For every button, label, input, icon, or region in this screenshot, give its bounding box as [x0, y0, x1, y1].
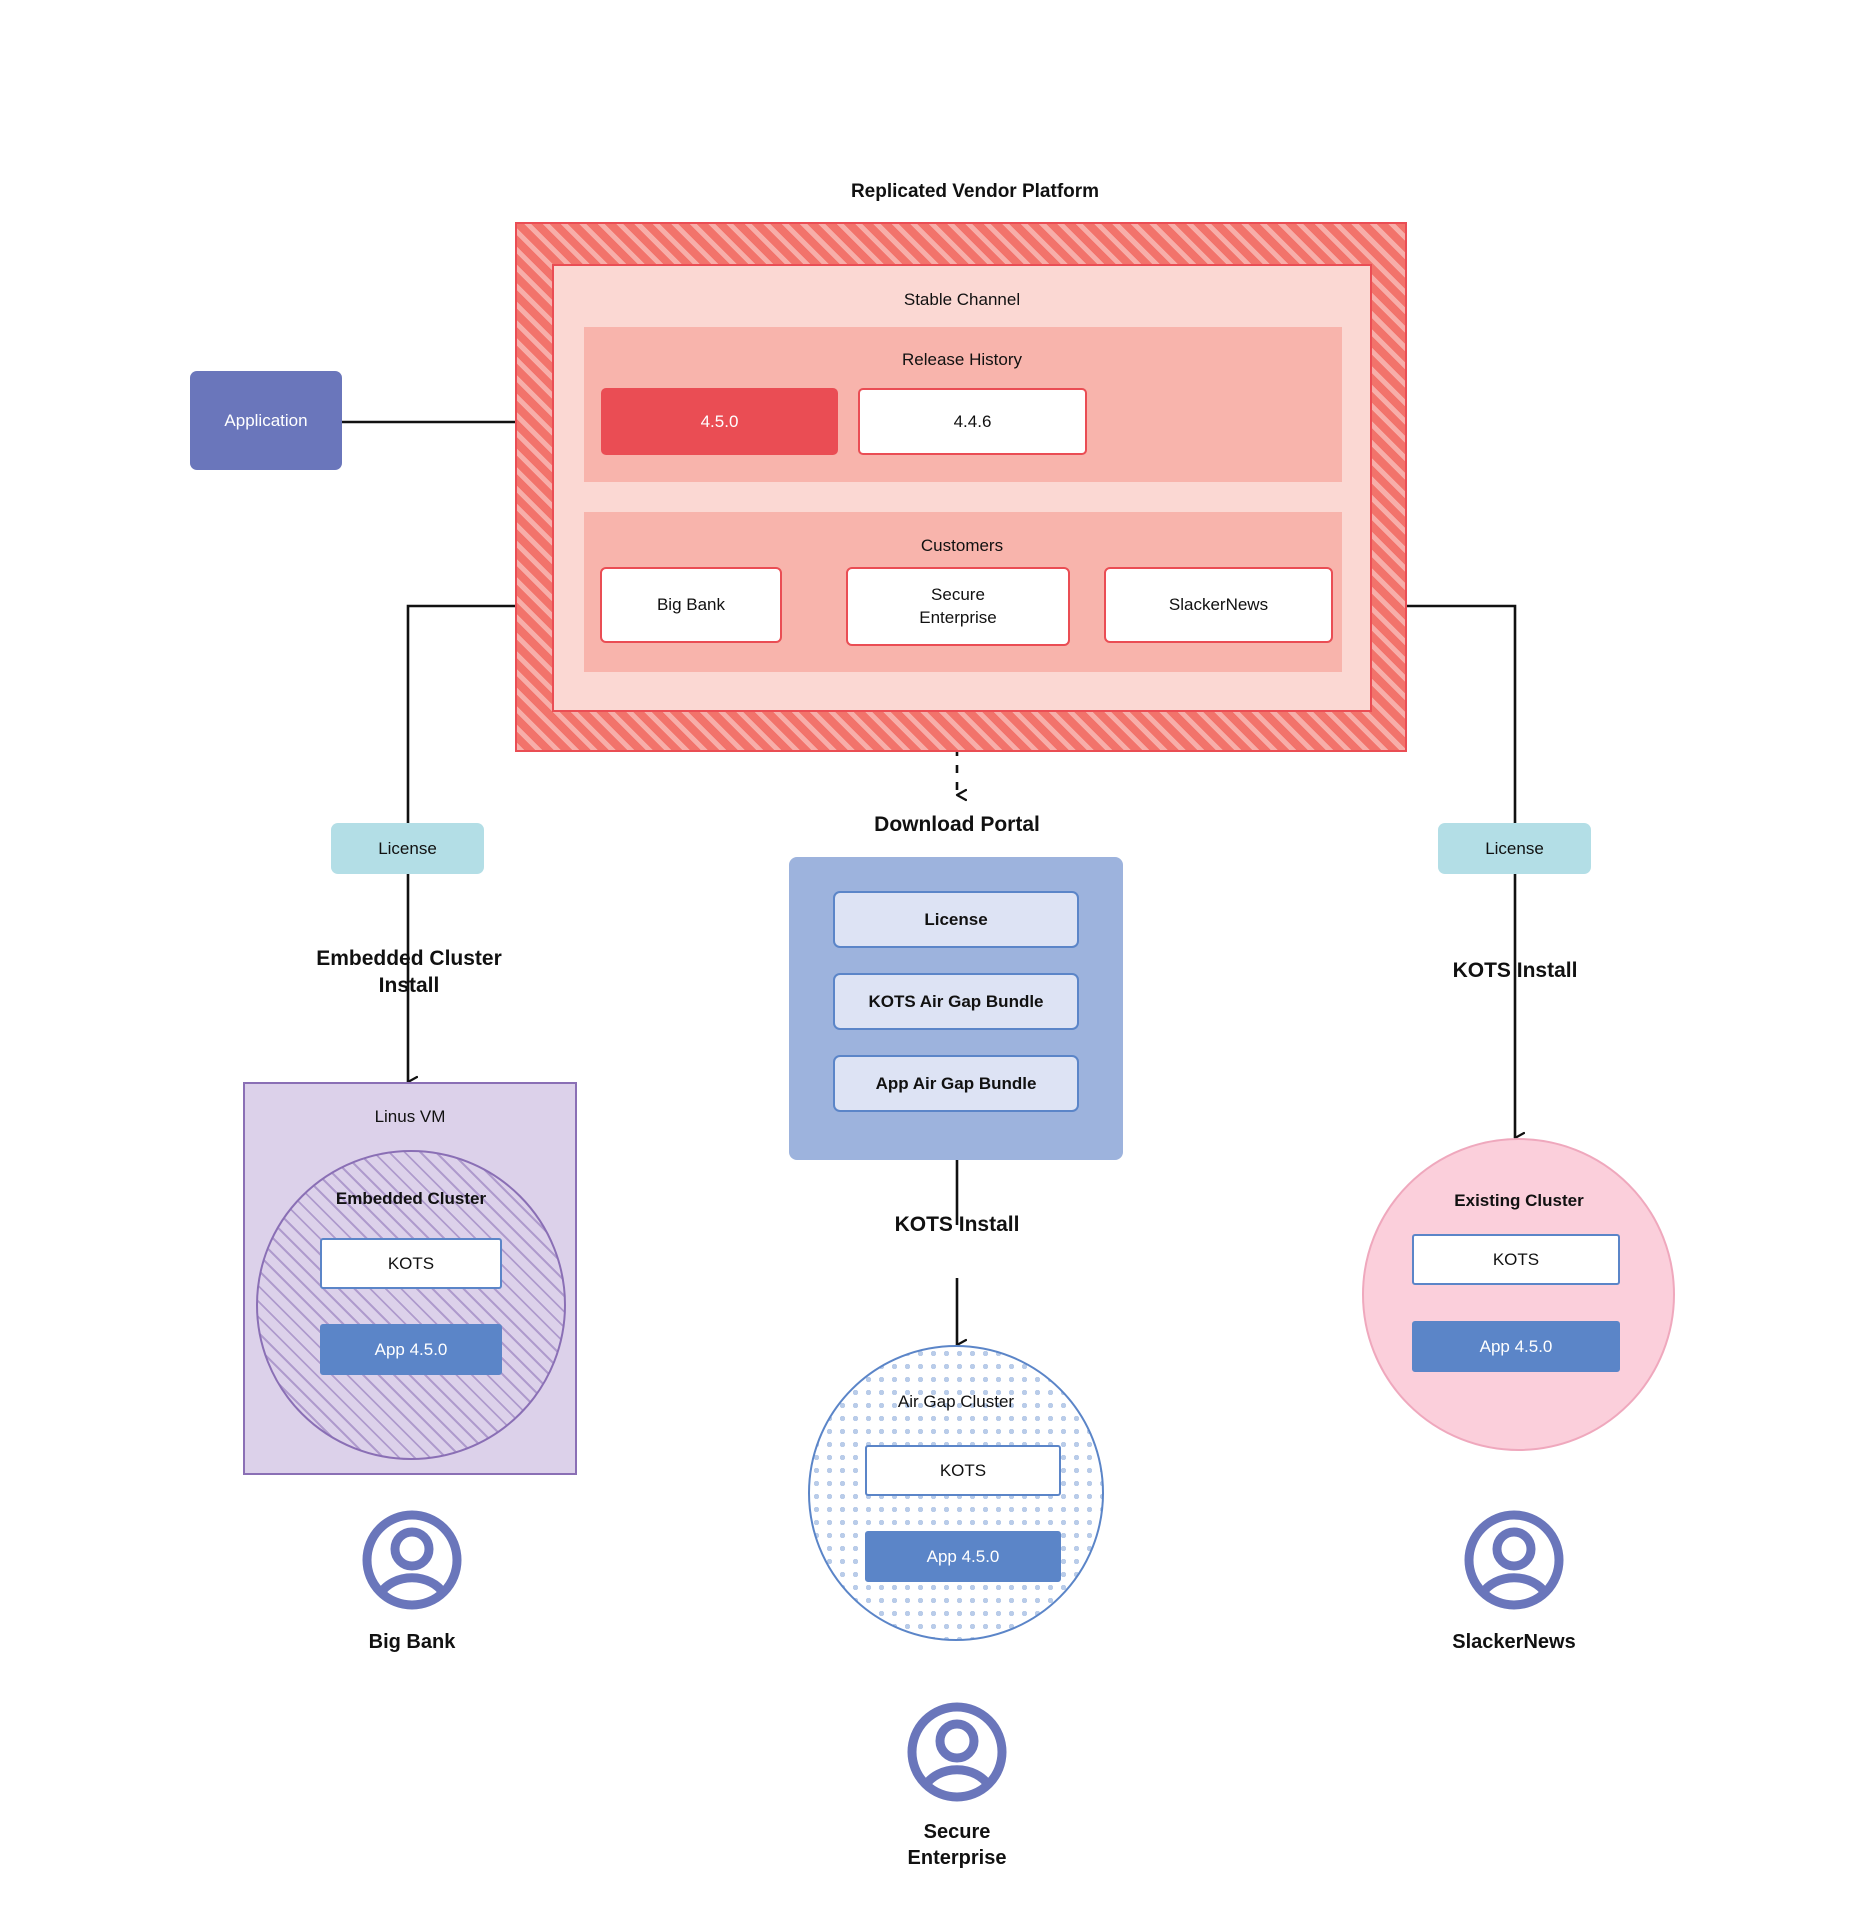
linux-vm-label: Linus VM [374, 1107, 446, 1126]
application-node[interactable]: Application [190, 371, 342, 470]
stable-channel-label: Stable Channel [903, 290, 1021, 309]
app-node-right[interactable]: App 4.5.0 [1412, 1321, 1620, 1372]
customer-label-big-bank: Big Bank [368, 1631, 456, 1653]
kots-install-label-middle: KOTS Install [894, 1213, 1020, 1236]
portal-item-kots-air-gap-bundle[interactable]: KOTS Air Gap Bundle [833, 973, 1079, 1030]
portal-item-app-air-gap-bundle[interactable]: App Air Gap Bundle [833, 1055, 1079, 1112]
release-history-label: Release History [902, 350, 1022, 369]
air-gap-cluster-label: Air Gap Cluster [897, 1392, 1015, 1411]
customer-box-big-bank[interactable]: Big Bank [600, 567, 782, 643]
avatar-slackernews [1464, 1510, 1564, 1610]
license-pill-left[interactable]: License [331, 823, 484, 874]
customer-label-slackernews: SlackerNews [1452, 1631, 1576, 1653]
page-title: Replicated Vendor Platform [850, 181, 1100, 202]
avatar-big-bank [362, 1510, 462, 1610]
existing-cluster-circle [1362, 1138, 1675, 1451]
kots-node-middle[interactable]: KOTS [865, 1445, 1061, 1496]
kots-install-label-right: KOTS Install [1452, 959, 1578, 982]
customers-label: Customers [920, 536, 1004, 555]
customer-label-secure-enterprise: Secure Enterprise [907, 1821, 1007, 1869]
air-gap-cluster-circle [808, 1345, 1104, 1641]
avatar-secure-enterprise [907, 1702, 1007, 1802]
embedded-cluster-label: Embedded Cluster [335, 1189, 487, 1208]
customer-box-slackernews[interactable]: SlackerNews [1104, 567, 1333, 643]
existing-cluster-label: Existing Cluster [1454, 1191, 1584, 1210]
embedded-cluster-install-label: Embedded Cluster Install [316, 947, 502, 997]
release-item-previous[interactable]: 4.4.6 [858, 388, 1087, 455]
kots-node-left[interactable]: KOTS [320, 1238, 502, 1289]
portal-item-license[interactable]: License [833, 891, 1079, 948]
embedded-cluster-circle [256, 1150, 566, 1460]
customer-box-secure-enterprise[interactable]: Secure Enterprise [846, 567, 1070, 646]
release-item-current[interactable]: 4.5.0 [601, 388, 838, 455]
app-node-left[interactable]: App 4.5.0 [320, 1324, 502, 1375]
download-portal-title: Download Portal [874, 813, 1040, 836]
app-node-middle[interactable]: App 4.5.0 [865, 1531, 1061, 1582]
kots-node-right[interactable]: KOTS [1412, 1234, 1620, 1285]
license-pill-right[interactable]: License [1438, 823, 1591, 874]
